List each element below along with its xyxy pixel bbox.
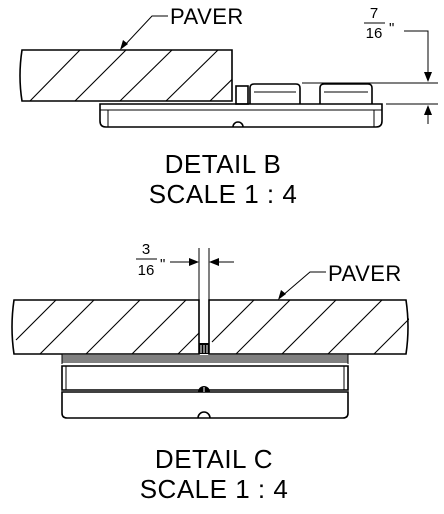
detail-c-dimension: 3 16 " xyxy=(136,241,234,300)
detail-b-scale: SCALE 1 : 4 xyxy=(149,179,298,209)
detail-b-dimension: 7 16 " xyxy=(302,5,438,124)
detail-c-paver-right xyxy=(208,299,409,355)
detail-c-dim-unit: " xyxy=(160,256,165,273)
detail-b: PAVER 7 16 " DETAIL B SCALE 1 : 4 xyxy=(19,4,438,209)
detail-b-knobs xyxy=(235,83,373,105)
detail-b-base-tray xyxy=(99,103,383,128)
detail-b-paver xyxy=(19,49,233,102)
detail-c-paver-left xyxy=(11,299,200,355)
detail-c-dim-denominator: 16 xyxy=(138,262,155,279)
detail-c-joint-spacer xyxy=(199,343,209,354)
detail-b-dim-numerator: 7 xyxy=(370,5,378,22)
detail-b-title: DETAIL B xyxy=(165,149,282,179)
detail-c-base xyxy=(61,354,349,419)
detail-b-dim-unit: " xyxy=(389,20,394,37)
detail-b-dim-denominator: 16 xyxy=(366,25,383,42)
detail-b-leader: PAVER xyxy=(120,4,244,50)
detail-c: 3 16 " PAVER xyxy=(11,241,409,504)
detail-b-leader-label: PAVER xyxy=(170,4,244,29)
detail-c-leader-label: PAVER xyxy=(328,261,402,286)
detail-c-dim-numerator: 3 xyxy=(142,241,150,258)
detail-c-title: DETAIL C xyxy=(155,444,273,474)
detail-c-leader: PAVER xyxy=(278,261,402,300)
detail-c-scale: SCALE 1 : 4 xyxy=(140,474,289,504)
